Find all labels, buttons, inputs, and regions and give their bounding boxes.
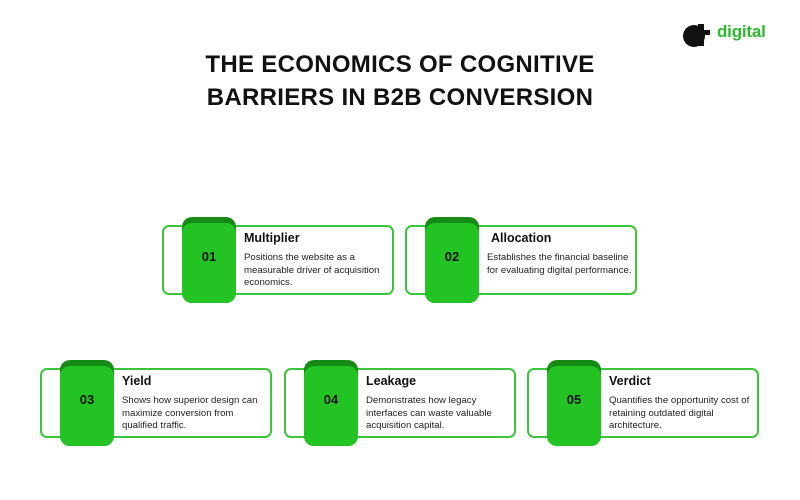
card-heading: Allocation [491, 231, 552, 245]
card-heading: Multiplier [244, 231, 300, 245]
title-line-1: THE ECONOMICS OF COGNITIVE [205, 51, 595, 78]
card-multiplier: 01 Multiplier Positions the website as a… [162, 217, 394, 303]
card-verdict: 05 Verdict Quantifies the opportunity co… [527, 360, 759, 446]
brand-mark-icon [683, 24, 710, 47]
brand-wordmark: digital [717, 22, 766, 41]
page-title: THE ECONOMICS OF COGNITIVE BARRIERS IN B… [150, 48, 650, 114]
card-allocation: 02 Allocation Establishes the financial … [405, 217, 637, 303]
number-ribbon: 03 [60, 360, 114, 446]
card-heading: Leakage [366, 374, 417, 388]
card-leakage: 04 Leakage Demonstrates how legacy inter… [284, 360, 516, 446]
number-ribbon: 04 [304, 360, 358, 446]
card-heading: Verdict [609, 374, 651, 388]
card-number: 03 [79, 392, 95, 407]
card-yield: 03 Yield Shows how superior design can m… [40, 360, 272, 446]
card-number: 01 [201, 249, 217, 264]
card-description: Positions the website as a measurable dr… [244, 252, 380, 288]
title-line-2: BARRIERS IN B2B CONVERSION [206, 84, 594, 111]
card-description: Demonstrates how legacy interfaces can w… [366, 395, 492, 431]
card-number: 02 [444, 249, 460, 264]
card-number: 04 [323, 392, 339, 407]
card-description: Quantifies the opportunity cost of retai… [609, 395, 750, 431]
brand-logo: digital [683, 20, 766, 48]
card-description: Shows how superior design can maximize c… [122, 395, 258, 431]
card-heading: Yield [122, 374, 152, 388]
card-description: Establishes the financial baseline for e… [487, 252, 632, 276]
number-ribbon: 02 [425, 217, 479, 303]
number-ribbon: 05 [547, 360, 601, 446]
number-ribbon: 01 [182, 217, 236, 303]
card-number: 05 [566, 392, 582, 407]
